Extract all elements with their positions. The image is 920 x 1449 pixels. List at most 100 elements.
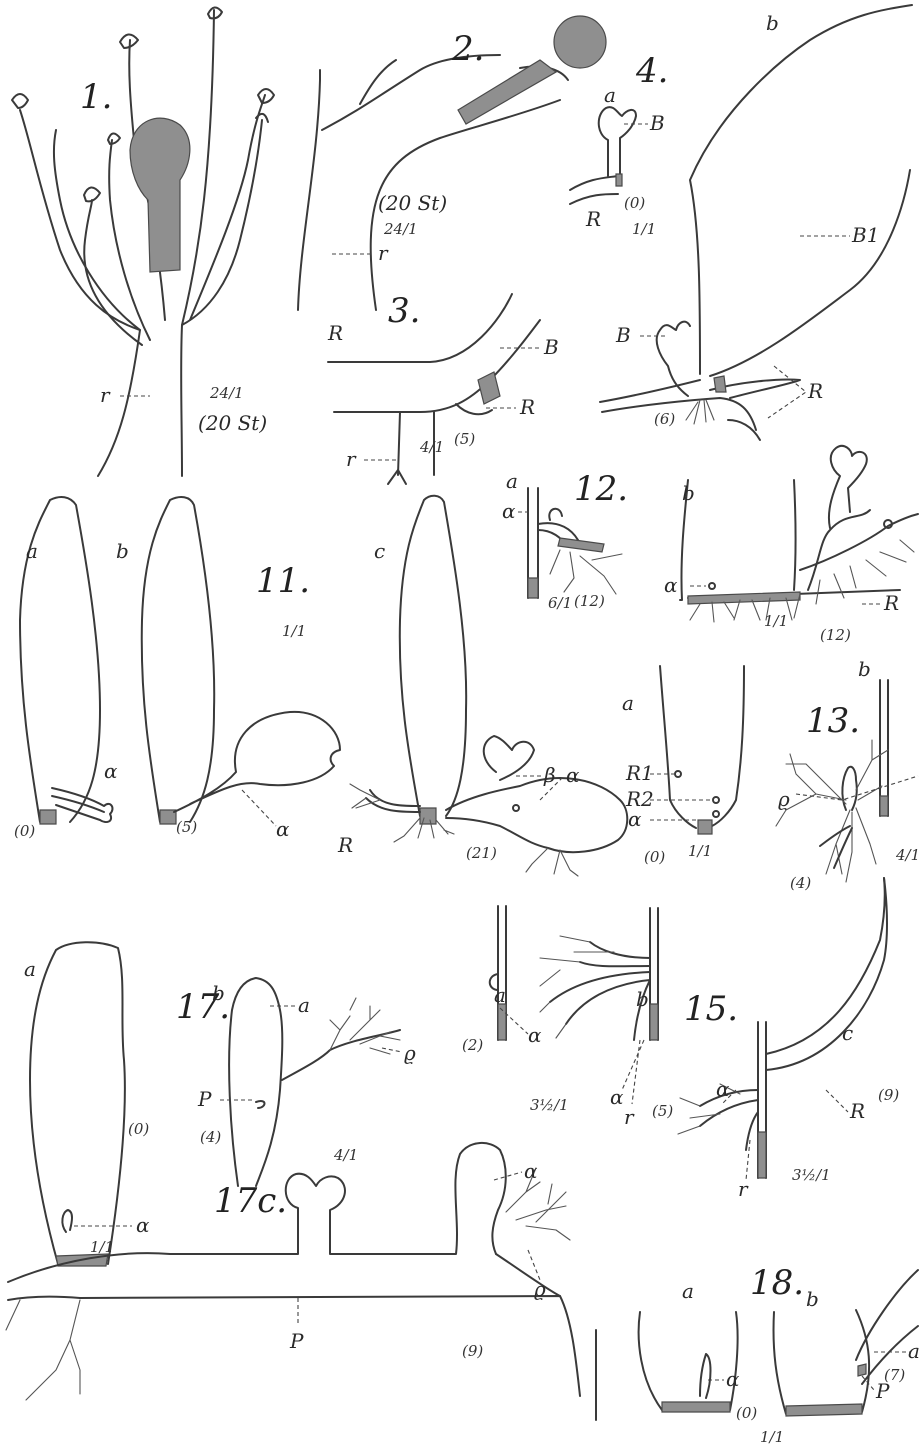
label-R: R — [585, 207, 601, 231]
label-R: R — [327, 321, 343, 345]
label-R1: R1 — [625, 761, 654, 785]
label-R: R — [849, 1099, 865, 1123]
stage-label: (12) — [574, 592, 605, 610]
label-a: a — [506, 469, 518, 493]
magnification: 1/1 — [764, 612, 788, 630]
label-r: r — [100, 383, 111, 407]
magnification: 3½/1 — [792, 1166, 831, 1184]
label-alpha: α — [726, 1367, 740, 1391]
label-R: R — [807, 379, 823, 403]
figure-3-number: 3. — [388, 291, 420, 331]
magnification: 1/1 — [632, 220, 656, 238]
magnification: 4/1 — [419, 438, 444, 456]
figure-18: 18. a b α (0) 1/1 P (7) a — [639, 1263, 920, 1446]
label-a: a — [24, 957, 36, 981]
figure-12: 12. a α 6/1 (12) b α 1/1 (12) R — [502, 446, 918, 644]
label-a: a — [622, 691, 634, 715]
label-R: R — [337, 833, 353, 857]
label-a: a — [604, 83, 616, 107]
label-alpha: α — [502, 499, 516, 523]
label-r: r — [378, 241, 389, 265]
label-a: a — [26, 539, 38, 563]
label-a: a — [908, 1339, 920, 1363]
magnification: 1/1 — [688, 842, 712, 860]
magnification: 1/1 — [282, 622, 306, 640]
label-b: b — [116, 539, 129, 563]
stage-label: (6) — [654, 410, 675, 428]
label-alpha: α — [628, 807, 642, 831]
label-alpha: α — [716, 1077, 730, 1101]
figure-18-number: 18. — [750, 1263, 804, 1303]
stage-label: (9) — [462, 1342, 483, 1360]
label-alpha: α — [276, 817, 290, 841]
stage-label: (21) — [466, 844, 497, 862]
label-alpha: α — [524, 1159, 538, 1183]
figure-2: 2. (20 St) 24/1 r — [298, 16, 606, 310]
label-b: b — [766, 11, 779, 35]
figure-13-number: 13. — [806, 701, 860, 741]
stage-label: (0) — [14, 822, 35, 840]
label-R: R — [519, 395, 535, 419]
label-B: B — [615, 323, 631, 347]
figure-15-number: 15. — [684, 989, 738, 1029]
label-alpha: α — [566, 763, 580, 787]
figure-1: 1. r 24/1 (20 St) — [12, 7, 274, 476]
figure-3: 3. R B R r 4/1 (5) — [327, 291, 559, 484]
label-B1: B1 — [851, 223, 879, 247]
figure-2-number: 2. — [451, 29, 484, 69]
stage-label: (5) — [652, 1102, 673, 1120]
label-alpha: α — [528, 1023, 542, 1047]
figure-15: 15. a (2) α 3½/1 b α r (5) c α R (9) r 3… — [462, 878, 899, 1201]
label-c: c — [374, 539, 385, 563]
label-alpha: α — [664, 573, 678, 597]
figure-4-number: 4. — [635, 51, 668, 91]
label-a: a — [682, 1279, 694, 1303]
magnification: 1/1 — [760, 1428, 784, 1446]
label-a: a — [298, 993, 310, 1017]
label-b: b — [682, 481, 695, 505]
magnification: 1/1 — [90, 1238, 114, 1256]
label-B: B — [543, 335, 559, 359]
figure-1-number: 1. — [80, 77, 112, 117]
label-B: B — [649, 111, 665, 135]
label-a: a — [494, 983, 506, 1007]
figure-17c-number: 17c. — [214, 1181, 287, 1221]
magnification: 6/1 — [548, 594, 572, 612]
label-alpha: α — [136, 1213, 150, 1237]
stage-label: (12) — [820, 626, 851, 644]
stage-label: (0) — [624, 194, 645, 212]
label-R: R — [883, 591, 899, 615]
label-beta: β — [543, 763, 556, 787]
figure-13: 13. a R1 R2 α (0) 1/1 b ϱ (4) 4/1 — [622, 657, 920, 892]
label-r: r — [346, 447, 357, 471]
stage-label: (5) — [454, 430, 475, 448]
label-c: c — [842, 1021, 853, 1045]
label-P: P — [197, 1087, 212, 1111]
magnification: 24/1 — [209, 384, 244, 402]
label-P: P — [289, 1329, 304, 1353]
label-r: r — [624, 1105, 635, 1129]
label-rho: ϱ — [534, 1277, 546, 1301]
stage-label: (9) — [878, 1086, 899, 1104]
label-r: r — [738, 1177, 749, 1201]
label-b: b — [858, 657, 871, 681]
label-alpha: α — [610, 1085, 624, 1109]
stage-label: (20 St) — [378, 191, 447, 215]
magnification: 4/1 — [333, 1146, 358, 1164]
label-rho: ϱ — [404, 1041, 416, 1065]
stage-label: (0) — [128, 1120, 149, 1138]
label-b: b — [806, 1287, 819, 1311]
label-b: b — [212, 981, 225, 1005]
magnification: 4/1 — [895, 846, 920, 864]
stage-label: (0) — [736, 1404, 757, 1422]
figure-17c: 17c. α ϱ P (9) — [6, 1143, 596, 1420]
stage-label: (0) — [644, 848, 665, 866]
stage-label: (4) — [790, 874, 811, 892]
stage-label: (20 St) — [198, 411, 267, 435]
label-rho: ϱ — [778, 787, 790, 811]
stage-label: (7) — [884, 1366, 905, 1384]
stage-label: (2) — [462, 1036, 483, 1054]
figure-11-number: 11. — [256, 561, 310, 601]
label-b: b — [636, 987, 649, 1011]
